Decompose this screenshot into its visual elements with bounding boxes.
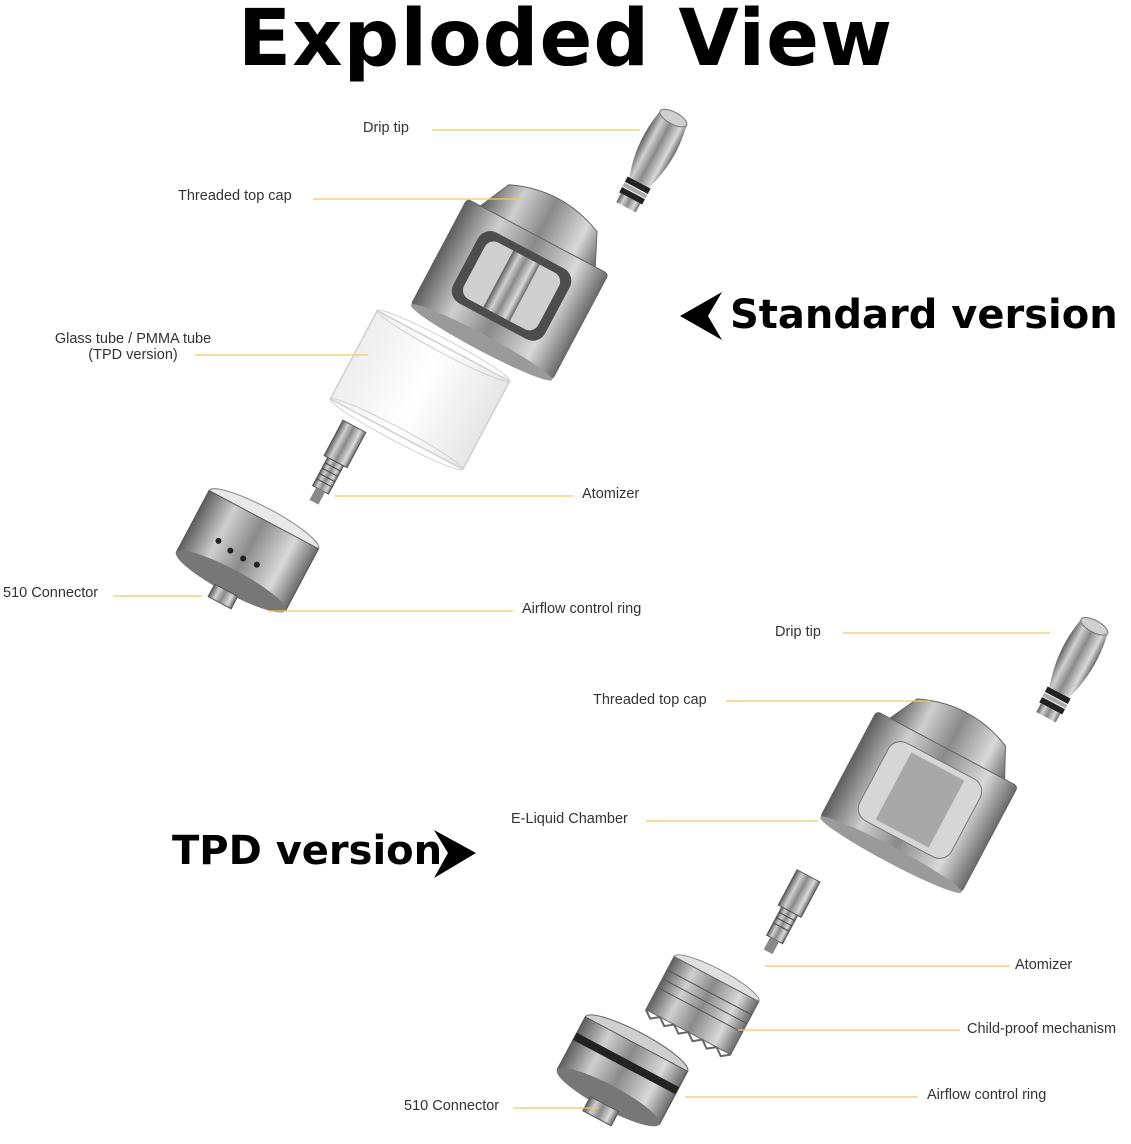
- tpd-drip-tip: [1036, 617, 1109, 723]
- standard-leader-lines: [113, 129, 640, 612]
- standard-version-heading: Standard version: [730, 292, 1118, 338]
- tpd-atomizer-label: Atomizer: [1015, 957, 1073, 973]
- tpd-child-proof-label: Child-proof mechanism: [967, 1021, 1117, 1037]
- tpd-airflow-label: Airflow control ring: [927, 1087, 1047, 1103]
- standard-top-cap-label: Threaded top cap: [178, 188, 292, 204]
- tpd-connector-label: 510 Connector: [404, 1098, 500, 1114]
- standard-airflow-label: Airflow control ring: [522, 601, 642, 617]
- standard-connector-label: 510 Connector: [3, 585, 99, 601]
- standard-top-cap-chamber: [410, 184, 608, 381]
- standard-arrow-icon: [680, 292, 722, 340]
- tpd-version-heading: TPD version: [172, 828, 443, 874]
- tpd-child-proof: [644, 954, 760, 1058]
- standard-atomizer: [309, 419, 367, 505]
- standard-drip-tip: [616, 108, 688, 213]
- standard-drip-tip-label: Drip tip: [363, 120, 409, 136]
- tpd-chamber-label: E-Liquid Chamber: [511, 811, 628, 827]
- standard-glass-tube-label: Glass tube / PMMA tube (TPD version): [45, 331, 221, 363]
- tpd-leader-lines: [513, 632, 1050, 1109]
- tpd-tank-illustration: [556, 617, 1109, 1127]
- tpd-top-cap-label: Threaded top cap: [593, 692, 707, 708]
- standard-tank-illustration: [175, 108, 688, 613]
- standard-atomizer-label: Atomizer: [582, 486, 640, 502]
- page-title: Exploded View: [237, 0, 894, 84]
- tpd-top-cap-chamber: [820, 698, 1017, 893]
- tpd-drip-tip-label: Drip tip: [775, 624, 821, 640]
- standard-base-airflow: [175, 488, 320, 613]
- tpd-base-airflow: [556, 1014, 689, 1127]
- glass-tube-label-line1: Glass tube / PMMA tube: [54, 331, 212, 347]
- tpd-arrow-icon: [434, 830, 476, 878]
- tpd-atomizer: [763, 869, 821, 955]
- glass-tube-label-line2: (TPD version): [88, 347, 178, 363]
